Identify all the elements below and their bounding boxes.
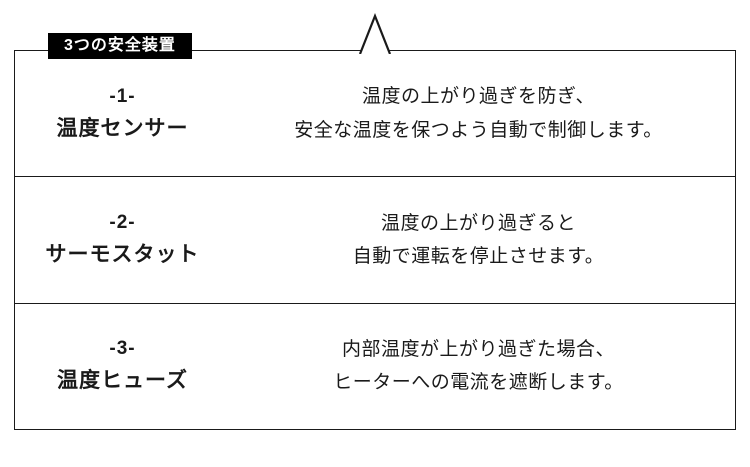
description-line: 自動で運転を停止させます。 (352, 245, 605, 267)
table-row: -2- サーモスタット 温度の上がり過ぎると 自動で運転を停止させます。 (15, 176, 735, 302)
feature-name: 温度センサー (56, 116, 189, 140)
feature-title-cell: -3- 温度ヒューズ (15, 338, 230, 394)
feature-number: -2- (109, 211, 136, 233)
table-row: -1- 温度センサー 温度の上がり過ぎを防ぎ、 安全な温度を保つよう自動で制御し… (15, 51, 735, 176)
callout-arrow-icon (358, 13, 392, 54)
section-badge: 3つの安全装置 (48, 33, 192, 59)
feature-name: 温度ヒューズ (57, 369, 188, 393)
feature-description-cell: 温度の上がり過ぎを防ぎ、 安全な温度を保つよう自動で制御します。 (230, 80, 735, 147)
description-line: 温度の上がり過ぎると (380, 212, 576, 234)
feature-number: -3- (109, 338, 136, 360)
description-line: 温度の上がり過ぎを防ぎ、 (361, 86, 596, 108)
safety-table: -1- 温度センサー 温度の上がり過ぎを防ぎ、 安全な温度を保つよう自動で制御し… (14, 50, 736, 430)
description-line: 安全な温度を保つよう自動で制御します。 (294, 119, 663, 141)
feature-description-cell: 温度の上がり過ぎると 自動で運転を停止させます。 (230, 207, 735, 274)
feature-title-cell: -1- 温度センサー (15, 86, 230, 142)
table-row: -3- 温度ヒューズ 内部温度が上がり過ぎた場合、 ヒーターへの電流を遮断します… (15, 302, 735, 429)
feature-title-cell: -2- サーモスタット (15, 212, 230, 268)
description-line: ヒーターへの電流を遮断します。 (333, 372, 624, 394)
feature-description-cell: 内部温度が上がり過ぎた場合、 ヒーターへの電流を遮断します。 (230, 333, 735, 400)
feature-number: -1- (109, 85, 136, 107)
feature-name: サーモスタット (45, 242, 200, 266)
description-line: 内部温度が上がり過ぎた場合、 (341, 339, 615, 361)
